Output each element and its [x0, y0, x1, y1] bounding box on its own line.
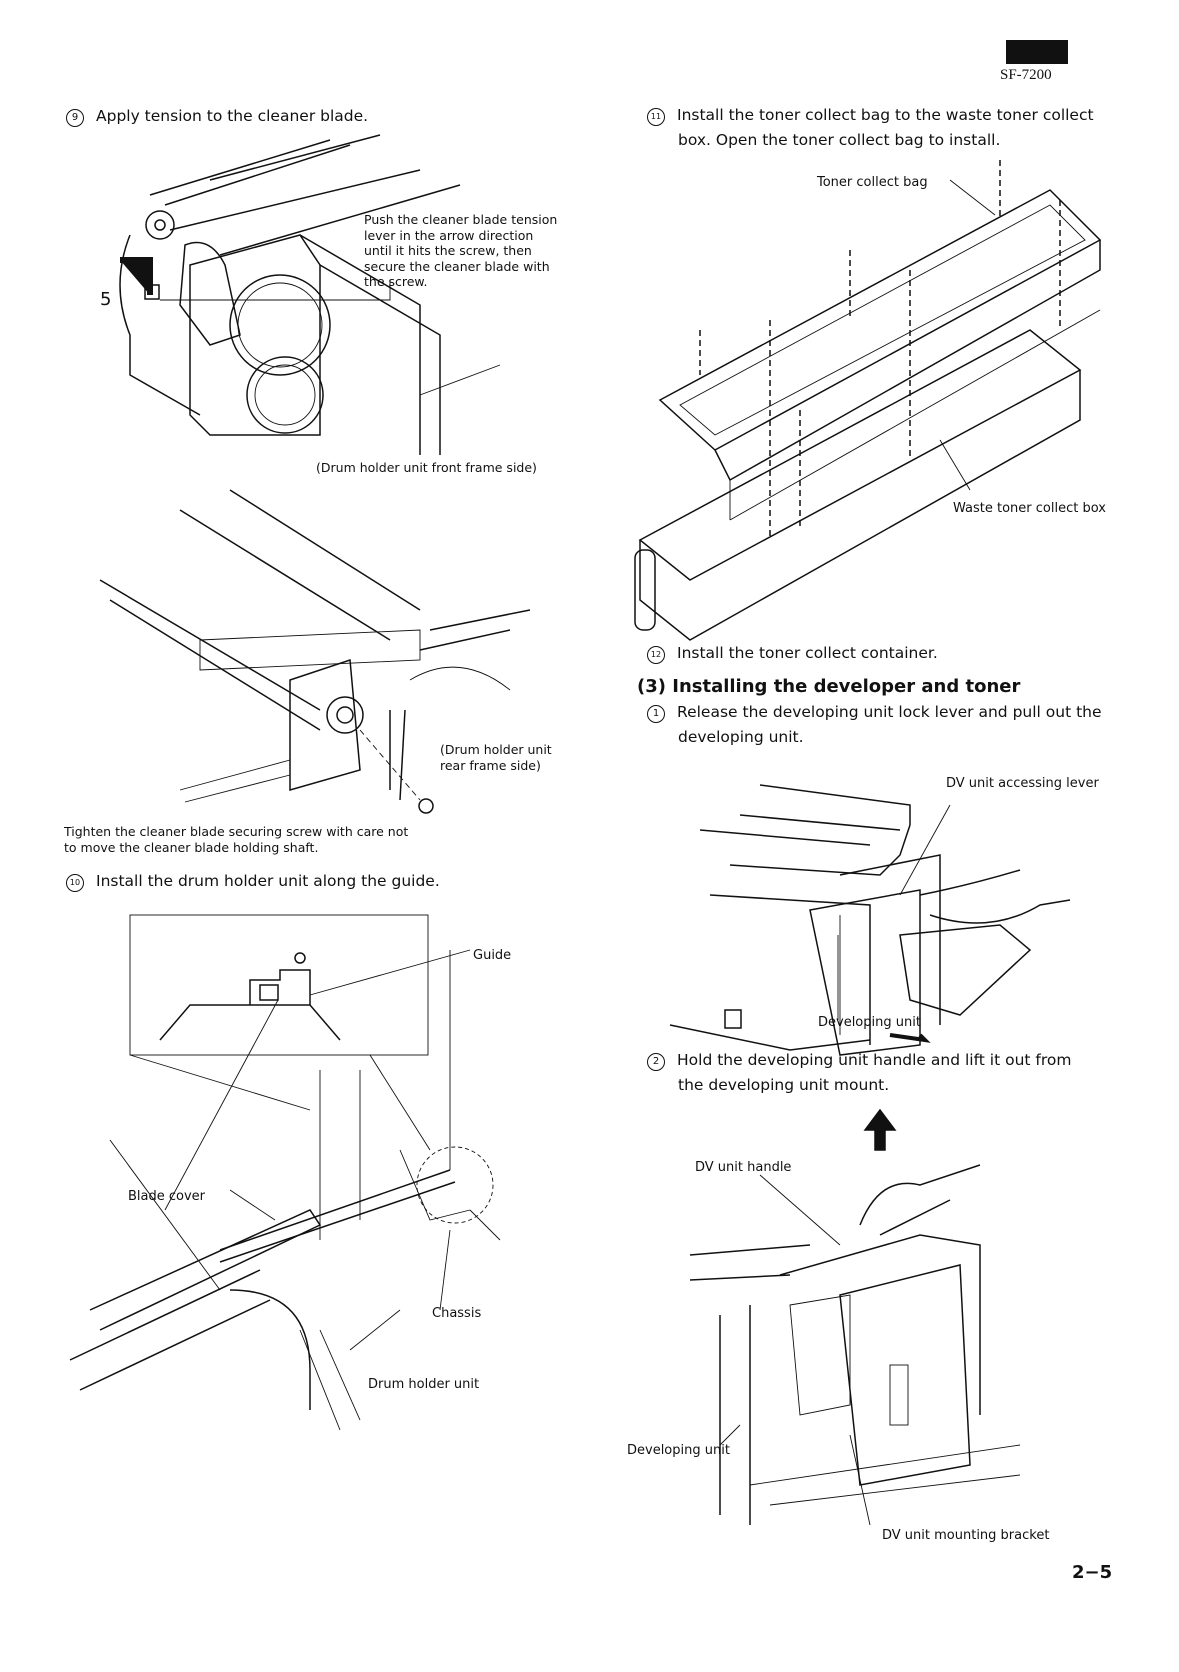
step-number: 12: [647, 646, 665, 664]
step-9: 9 Apply tension to the cleaner blade.: [66, 104, 368, 129]
callout-line: Push the cleaner blade tension: [364, 212, 558, 227]
callout-tension: Push the cleaner blade tension lever in …: [364, 212, 557, 290]
step-10: 10 Install the drum holder unit along the…: [66, 869, 440, 894]
label-developing-unit-2: Developing unit: [627, 1443, 730, 1458]
label-dv-unit-handle: DV unit handle: [695, 1160, 792, 1175]
section-3-heading: (3) Installing the developer and toner: [637, 676, 1021, 697]
step-number: 2: [647, 1053, 665, 1071]
front-frame-caption: (Drum holder unit front frame side): [316, 460, 537, 475]
label-chassis: Chassis: [432, 1306, 482, 1321]
step-1: 1 Release the developing unit lock lever …: [647, 700, 1102, 750]
tighten-note: Tighten the cleaner blade securing screw…: [64, 824, 408, 855]
label-drum-holder-unit: Drum holder unit: [368, 1377, 480, 1392]
label-guide: Guide: [473, 948, 512, 963]
label-dv-mounting-bracket: DV unit mounting bracket: [882, 1528, 1050, 1543]
label-dv-accessing-lever: DV unit accessing lever: [946, 776, 1099, 791]
step-text: Install the toner collect bag to the was…: [677, 106, 1094, 124]
figure-lift-developing-unit: [689, 1108, 1021, 1526]
figure-pull-out-developing-unit: [669, 784, 1071, 1056]
figure-toner-collect-bag: [634, 160, 1102, 641]
callout-line: secure the cleaner blade with: [364, 258, 550, 274]
caption-line: (Drum holder unit: [440, 742, 552, 757]
header-black-mark: [1006, 40, 1068, 64]
step-text: the developing unit mount.: [678, 1076, 890, 1094]
note-line: to move the cleaner blade holding shaft.: [64, 839, 319, 855]
step-number: 1: [647, 705, 665, 723]
rear-frame-caption: (Drum holder unit rear frame side): [440, 742, 552, 773]
note-line: Tighten the cleaner blade securing screw…: [64, 824, 409, 839]
callout-line: lever in the arrow direction: [364, 227, 534, 243]
figure-cleaner-blade-front: 5: [100, 134, 501, 455]
step-text: box. Open the toner collect bag to insta…: [678, 131, 1001, 149]
step-text: developing unit.: [678, 728, 804, 746]
figure-cleaner-blade-rear: [99, 489, 531, 814]
callout-line: until it hits the screw, then: [364, 243, 532, 258]
step-11: 11 Install the toner collect bag to the w…: [647, 103, 1094, 153]
label-toner-collect-bag: Toner collect bag: [817, 175, 928, 190]
figure-drum-holder-guide: [69, 914, 501, 1431]
step-text: Hold the developing unit handle and lift…: [677, 1051, 1072, 1069]
step-text: Apply tension to the cleaner blade.: [96, 107, 369, 125]
step-text: Install the toner collect container.: [677, 644, 938, 662]
step-text: Install the drum holder unit along the g…: [96, 872, 440, 890]
model-number: SF-7200: [1000, 67, 1052, 83]
svg-text:5: 5: [100, 289, 111, 310]
callout-line: the screw.: [364, 274, 428, 289]
step-text: Release the developing unit lock lever a…: [677, 703, 1102, 721]
step-number: 9: [66, 109, 84, 127]
step-2: 2 Hold the developing unit handle and lif…: [647, 1048, 1071, 1098]
step-number: 10: [66, 874, 84, 892]
label-developing-unit-1: Developing unit: [818, 1015, 921, 1030]
page-number: 2−5: [1072, 1562, 1113, 1583]
step-number: 11: [647, 108, 665, 126]
step-12: 12 Install the toner collect container.: [647, 641, 938, 666]
caption-line: rear frame side): [440, 757, 541, 773]
label-waste-toner-box: Waste toner collect box: [953, 501, 1106, 516]
label-blade-cover: Blade cover: [128, 1189, 206, 1204]
